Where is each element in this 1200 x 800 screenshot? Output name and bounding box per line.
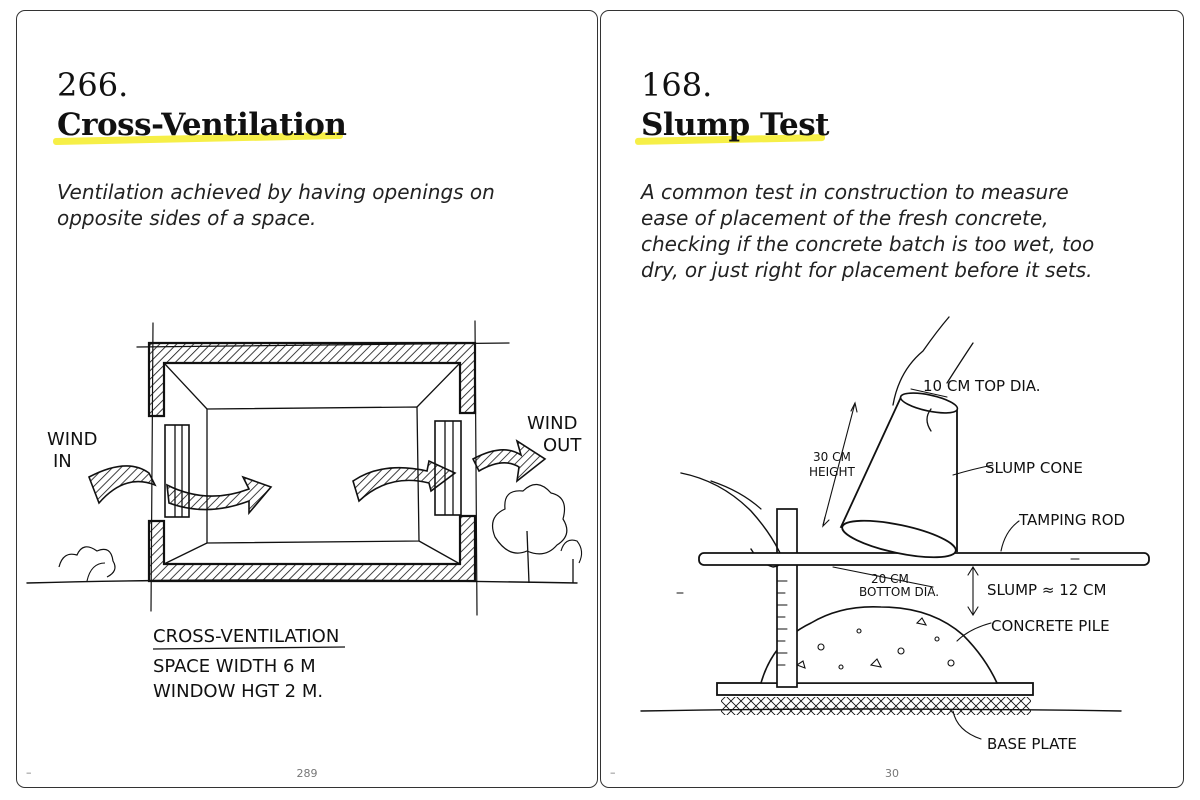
wind-in-label: WIND IN — [47, 429, 97, 472]
bottom-dia-line: 20 CM — [871, 572, 909, 586]
left-page: 266. Cross-Ventilation Ventilation achie… — [16, 10, 598, 788]
description-line: opposite sides of a space. — [57, 206, 317, 230]
sketch-caption: CROSS-VENTILATION — [153, 626, 339, 647]
description-line: A common test in construction to measure — [641, 180, 1069, 204]
entry-description: A common test in construction to measure… — [641, 179, 1094, 283]
wind-out-line: OUT — [543, 435, 582, 456]
wind-in-line: IN — [53, 451, 72, 472]
wind-out-line: WIND — [527, 413, 577, 434]
height-label: 30 CM HEIGHT — [809, 450, 855, 479]
wind-arrows — [87, 439, 547, 516]
corner-mark: – — [610, 766, 616, 779]
wind-in-line: WIND — [47, 429, 97, 450]
slump-test-sketch: 10 CM TOP DIA. 30 CM HEIGHT SLUMP CONE T… — [640, 316, 1150, 753]
slump-label: SLUMP ≈ 12 CM — [987, 581, 1106, 599]
description-line: dry, or just right for placement before … — [641, 258, 1093, 282]
bottom-dia-label: 20 CM BOTTOM DIA. — [859, 572, 939, 599]
tamping-rod-label: TAMPING ROD — [1018, 511, 1125, 529]
entry-number: 266. — [57, 66, 129, 104]
cross-ventilation-sketch: WIND IN WIND OUT CROSS-VENTILATION SPACE… — [26, 320, 582, 702]
wind-out-label: WIND OUT — [527, 413, 582, 456]
corner-mark: – — [26, 766, 32, 779]
slump-cone — [839, 392, 959, 559]
entry-title: Cross-Ventilation — [57, 107, 347, 143]
entry-title: Slump Test — [641, 107, 829, 143]
concrete-pile-label: CONCRETE PILE — [991, 617, 1110, 635]
description-line: ease of placement of the fresh concrete, — [641, 206, 1049, 230]
description-line: checking if the concrete batch is too we… — [641, 232, 1095, 256]
entry-number: 168. — [641, 66, 713, 104]
slump-cone-label: SLUMP CONE — [985, 459, 1083, 477]
page-number: 289 — [296, 767, 318, 780]
base-plate-label: BASE PLATE — [987, 735, 1077, 753]
description-line: Ventilation achieved by having openings … — [57, 180, 495, 204]
right-page: 168. Slump Test A common test in constru… — [600, 10, 1184, 788]
top-dia-label: 10 CM TOP DIA. — [923, 377, 1041, 395]
height-line: 30 CM — [813, 450, 851, 464]
height-line: HEIGHT — [809, 465, 855, 479]
window-height-note: WINDOW HGT 2 M. — [153, 681, 323, 702]
space-width-note: SPACE WIDTH 6 M — [153, 656, 316, 677]
page-number: 30 — [885, 767, 899, 780]
entry-description: Ventilation achieved by having openings … — [57, 179, 495, 231]
bottom-dia-line: BOTTOM DIA. — [859, 585, 939, 599]
